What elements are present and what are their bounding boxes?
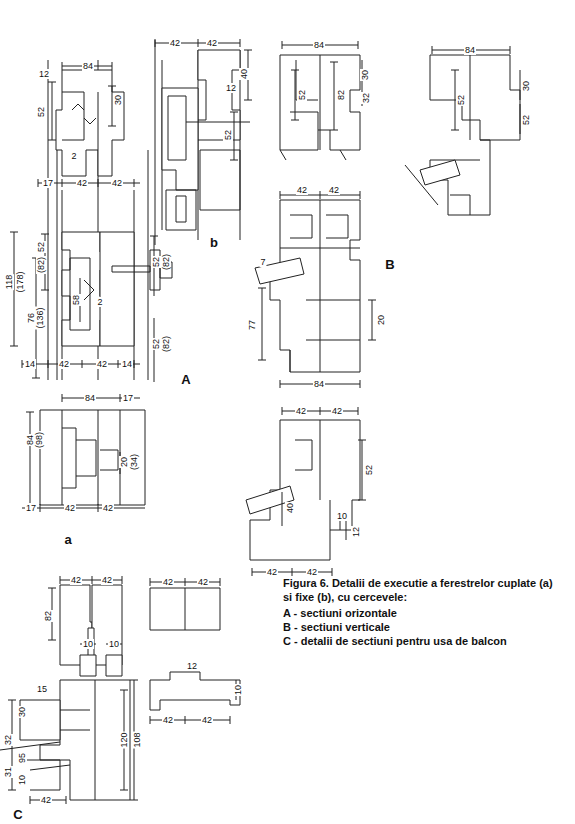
dimension-number: (98) xyxy=(34,431,44,449)
dimension-number: 84 xyxy=(464,45,476,55)
dimension-number: 77 xyxy=(247,319,257,331)
dimension-number: 12 xyxy=(186,661,198,671)
caption-line: B - sectiuni verticale xyxy=(283,620,390,634)
dimension-number: 58 xyxy=(71,294,81,306)
figure-caption: Figura 6. Detalii de executie a ferestre… xyxy=(283,576,553,604)
dimension-number: 52 xyxy=(456,94,466,106)
dimension-number: 31 xyxy=(3,766,13,778)
section-letter: a xyxy=(63,533,72,547)
dimension-number: 2 xyxy=(96,297,103,307)
dimension-number: 32 xyxy=(361,92,371,104)
dimension-number: 42 xyxy=(58,359,70,369)
dimension-number: 95 xyxy=(17,752,27,764)
dimension-number: 15 xyxy=(36,684,48,694)
dimension-number: 42 xyxy=(40,795,52,805)
dimension-number: 42 xyxy=(96,359,108,369)
dimension-number: 42 xyxy=(101,575,113,585)
dimension-number: (178) xyxy=(15,270,25,293)
dimension-number: 42 xyxy=(197,577,209,587)
dimension-number: 30 xyxy=(521,80,531,92)
dimension-number: 12 xyxy=(351,526,361,538)
caption-line: C - detalii de sectiuni pentru usa de ba… xyxy=(283,634,507,648)
dimension-number: 12 xyxy=(225,83,237,93)
dimension-number: (82) xyxy=(161,335,171,353)
caption-line: A - sectiuni orizontale xyxy=(283,606,397,620)
dimension-number: 120 xyxy=(119,731,129,748)
dimension-number: 42 xyxy=(206,38,218,48)
dimension-number: 52 xyxy=(223,129,233,141)
dimension-number: 52 xyxy=(521,114,531,126)
dimension-number: 40 xyxy=(239,68,249,80)
section-b-top xyxy=(280,41,520,215)
section-a xyxy=(10,60,172,382)
dimension-number: 84 xyxy=(84,393,96,403)
dimension-number: 52 xyxy=(297,89,307,101)
dimension-number: 42 xyxy=(102,503,114,513)
dimension-number: (82) xyxy=(36,256,46,274)
section-letter: B xyxy=(384,258,395,272)
section-letter: C xyxy=(12,808,23,822)
dimension-number: 52 xyxy=(36,106,46,118)
section-a-small xyxy=(22,394,145,512)
dimension-number: 30 xyxy=(360,69,370,81)
dimension-number: 10 xyxy=(336,511,348,521)
dimension-number: 42 xyxy=(295,406,307,416)
dimension-number: 42 xyxy=(64,503,76,513)
dimension-number: 42 xyxy=(162,577,174,587)
dimension-number: 118 xyxy=(4,274,14,290)
dimension-number: 14 xyxy=(24,359,36,369)
dimension-number: 42 xyxy=(201,715,213,725)
dimension-number: 42 xyxy=(266,567,278,577)
dimension-number: 42 xyxy=(296,185,308,195)
section-letter: A xyxy=(180,373,191,387)
dimension-number: 52 xyxy=(364,464,374,476)
dimension-number: 10 xyxy=(17,774,27,786)
dimension-number: 10 xyxy=(233,684,243,696)
dimension-number: 7 xyxy=(259,257,266,267)
dimension-number: 14 xyxy=(121,359,133,369)
dimension-number: 42 xyxy=(70,575,82,585)
section-b-middle xyxy=(255,191,376,388)
dimension-number: 82 xyxy=(43,610,53,622)
dimension-number: (82) xyxy=(161,253,171,271)
dimension-number: 42 xyxy=(76,178,88,188)
dimension-number: 20 xyxy=(119,456,129,468)
section-b-bottom xyxy=(246,407,366,576)
dimension-number: 30 xyxy=(113,94,123,106)
dimension-number: 84 xyxy=(313,379,325,389)
dimension-number: 10 xyxy=(82,639,94,649)
dimension-number: 84 xyxy=(82,61,94,71)
section-c xyxy=(0,576,240,804)
dimension-number: 42 xyxy=(306,567,318,577)
dimension-number: 17 xyxy=(42,178,54,188)
section-letter: b xyxy=(209,236,219,250)
dimension-number: 42 xyxy=(162,715,174,725)
section-b xyxy=(155,39,252,245)
dimension-number: 84 xyxy=(313,40,325,50)
dimension-number: 20 xyxy=(376,314,386,326)
dimension-number: 52 xyxy=(36,241,46,253)
dimension-number: 108 xyxy=(132,731,142,748)
dimension-number: 32 xyxy=(3,734,13,746)
dimension-number: (136) xyxy=(35,306,45,329)
dimension-number: 17 xyxy=(122,393,134,403)
dimension-number: (34) xyxy=(129,453,139,471)
dimension-number: 42 xyxy=(331,406,343,416)
dimension-number: 17 xyxy=(25,503,37,513)
dimension-number: 42 xyxy=(328,185,340,195)
dimension-number: 40 xyxy=(285,502,295,514)
dimension-number: 42 xyxy=(169,38,181,48)
dimension-number: 82 xyxy=(336,89,346,101)
dimension-number: 30 xyxy=(17,706,27,718)
dimension-number: 42 xyxy=(111,178,123,188)
dimension-number: 10 xyxy=(108,639,120,649)
dimension-number: 52 xyxy=(151,256,161,268)
dimension-number: 2 xyxy=(70,151,77,161)
dimension-number: 52 xyxy=(151,338,161,350)
dimension-number: 12 xyxy=(38,69,50,79)
